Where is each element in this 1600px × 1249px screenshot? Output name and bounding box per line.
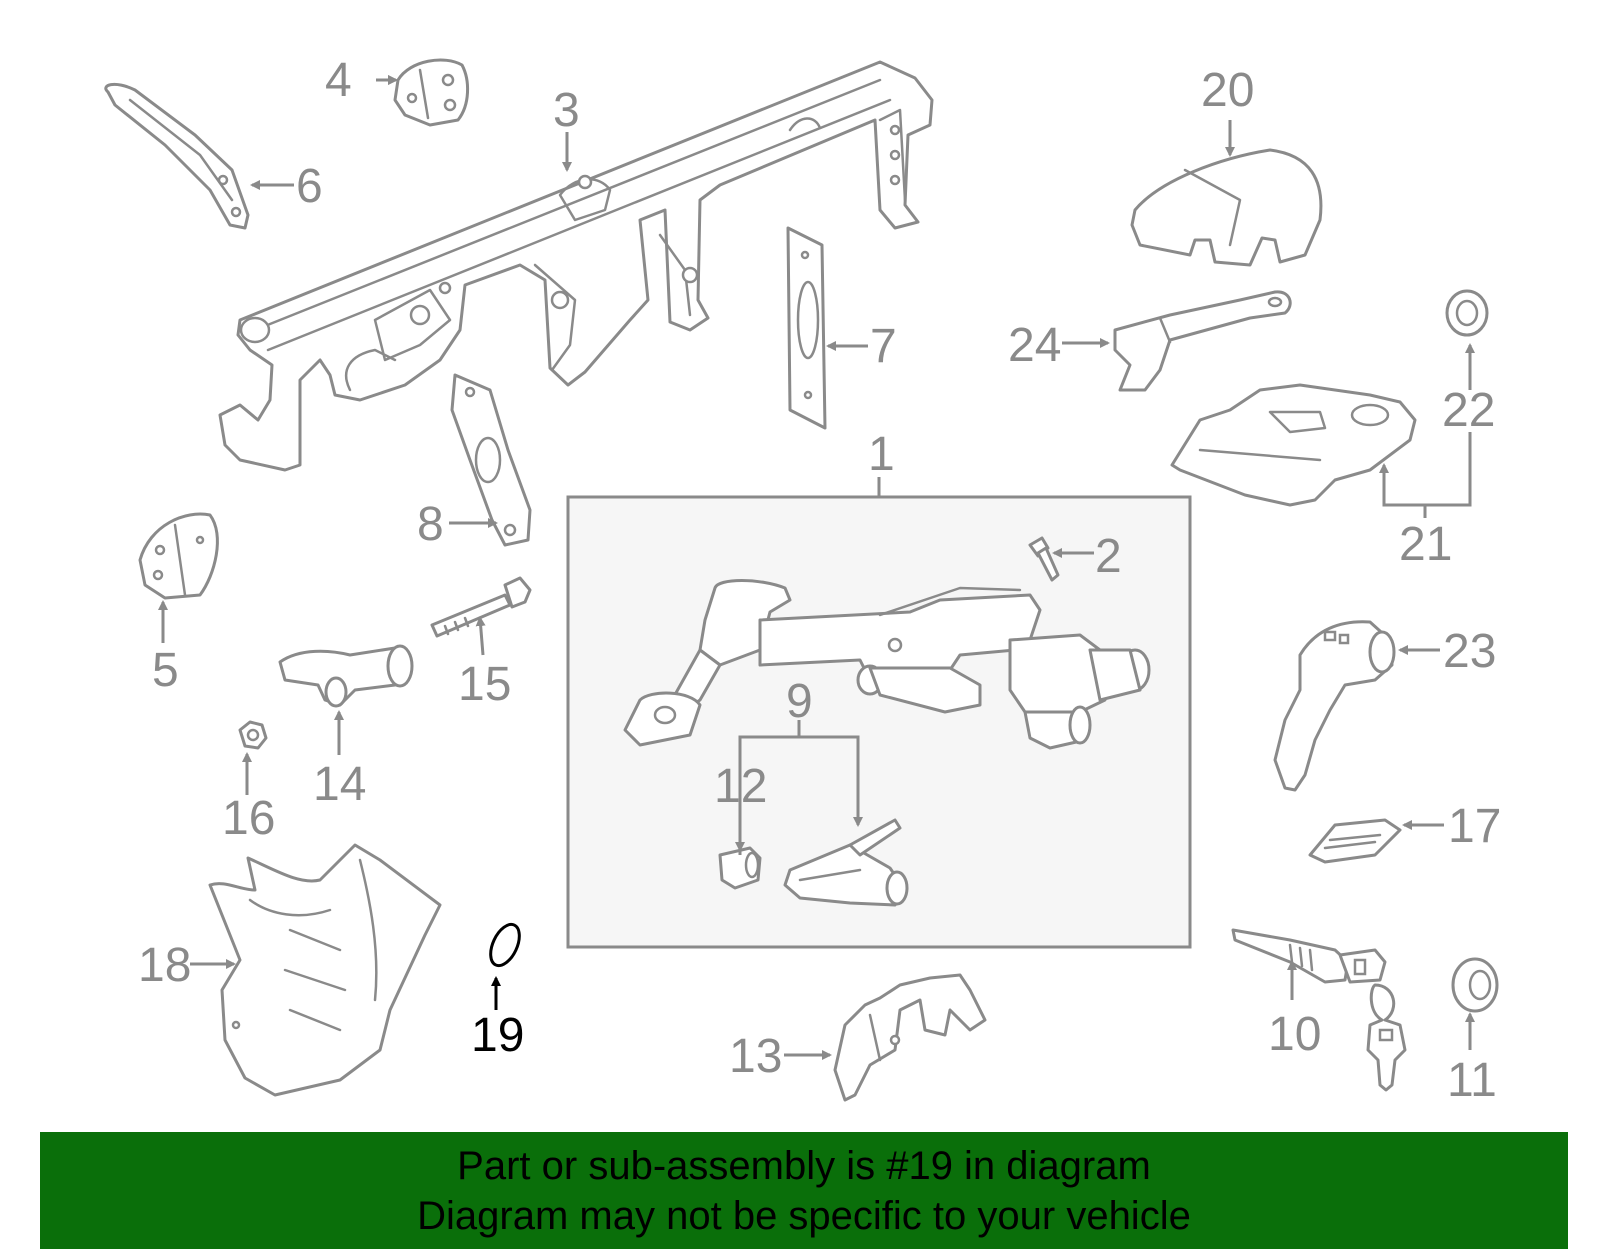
part-7-panel xyxy=(786,226,827,430)
part-22-ring xyxy=(1445,289,1489,337)
part-16-nut xyxy=(238,720,268,750)
part-19-o-ring xyxy=(489,922,521,968)
callout-24: 24 xyxy=(1008,319,1061,372)
callout-8: 8 xyxy=(417,498,444,551)
callout-9: 9 xyxy=(786,675,813,728)
part-20-column-shroud xyxy=(1130,148,1323,267)
callout-14: 14 xyxy=(313,758,366,811)
callout-18: 18 xyxy=(138,939,191,992)
callout-23: 23 xyxy=(1443,625,1496,678)
callout-22: 22 xyxy=(1442,384,1495,437)
callout-2: 2 xyxy=(1095,530,1122,583)
part-10-lock-cylinder xyxy=(1231,928,1407,1092)
part-8-brace xyxy=(450,373,532,547)
banner-line-1: Part or sub-assembly is #19 in diagram xyxy=(457,1143,1151,1188)
part-24-switch-lever xyxy=(1113,290,1292,392)
callout-11: 11 xyxy=(1447,1054,1497,1107)
part-5-cover xyxy=(138,512,219,600)
callout-19: 19 xyxy=(471,1009,524,1062)
callout-5: 5 xyxy=(152,644,179,697)
callout-4: 4 xyxy=(325,54,352,107)
callout-7: 7 xyxy=(870,320,897,373)
callout-17: 17 xyxy=(1448,800,1501,853)
part-18-knee-bolster xyxy=(208,843,442,1097)
info-banner: Part or sub-assembly is #19 in diagram D… xyxy=(40,1132,1568,1249)
callout-12: 12 xyxy=(714,760,767,813)
part-13-cover xyxy=(833,973,987,1102)
part-2-screw xyxy=(1028,536,1060,582)
callout-1: 1 xyxy=(868,428,895,481)
part-12-bushing xyxy=(718,846,762,890)
callout-16: 16 xyxy=(222,792,275,845)
part-6-bracket xyxy=(104,82,250,230)
part-17-plate xyxy=(1308,818,1402,864)
part-11-washer xyxy=(1451,957,1499,1013)
part-1-steering-column xyxy=(623,579,1151,750)
part-3-cross-beam xyxy=(218,60,934,472)
callout-15: 15 xyxy=(458,658,511,711)
callout-10: 10 xyxy=(1268,1008,1321,1061)
callout-20: 20 xyxy=(1201,64,1254,117)
part-14-mount xyxy=(278,644,414,708)
callout-3: 3 xyxy=(553,84,580,137)
callout-13: 13 xyxy=(729,1030,782,1083)
part-4-trim-cap xyxy=(393,58,469,127)
callout-21: 21 xyxy=(1399,518,1452,571)
parts-diagram: 1 2 3 4 5 6 7 8 9 10 11 12 13 14 15 16 1… xyxy=(104,54,1501,1107)
callout-6: 6 xyxy=(296,160,323,213)
part-15-bolt xyxy=(430,576,532,638)
part-23-switch xyxy=(1273,620,1396,792)
part-9-shaft xyxy=(783,818,909,907)
part-21-switch-housing xyxy=(1170,383,1417,507)
banner-line-2: Diagram may not be specific to your vehi… xyxy=(417,1193,1191,1238)
